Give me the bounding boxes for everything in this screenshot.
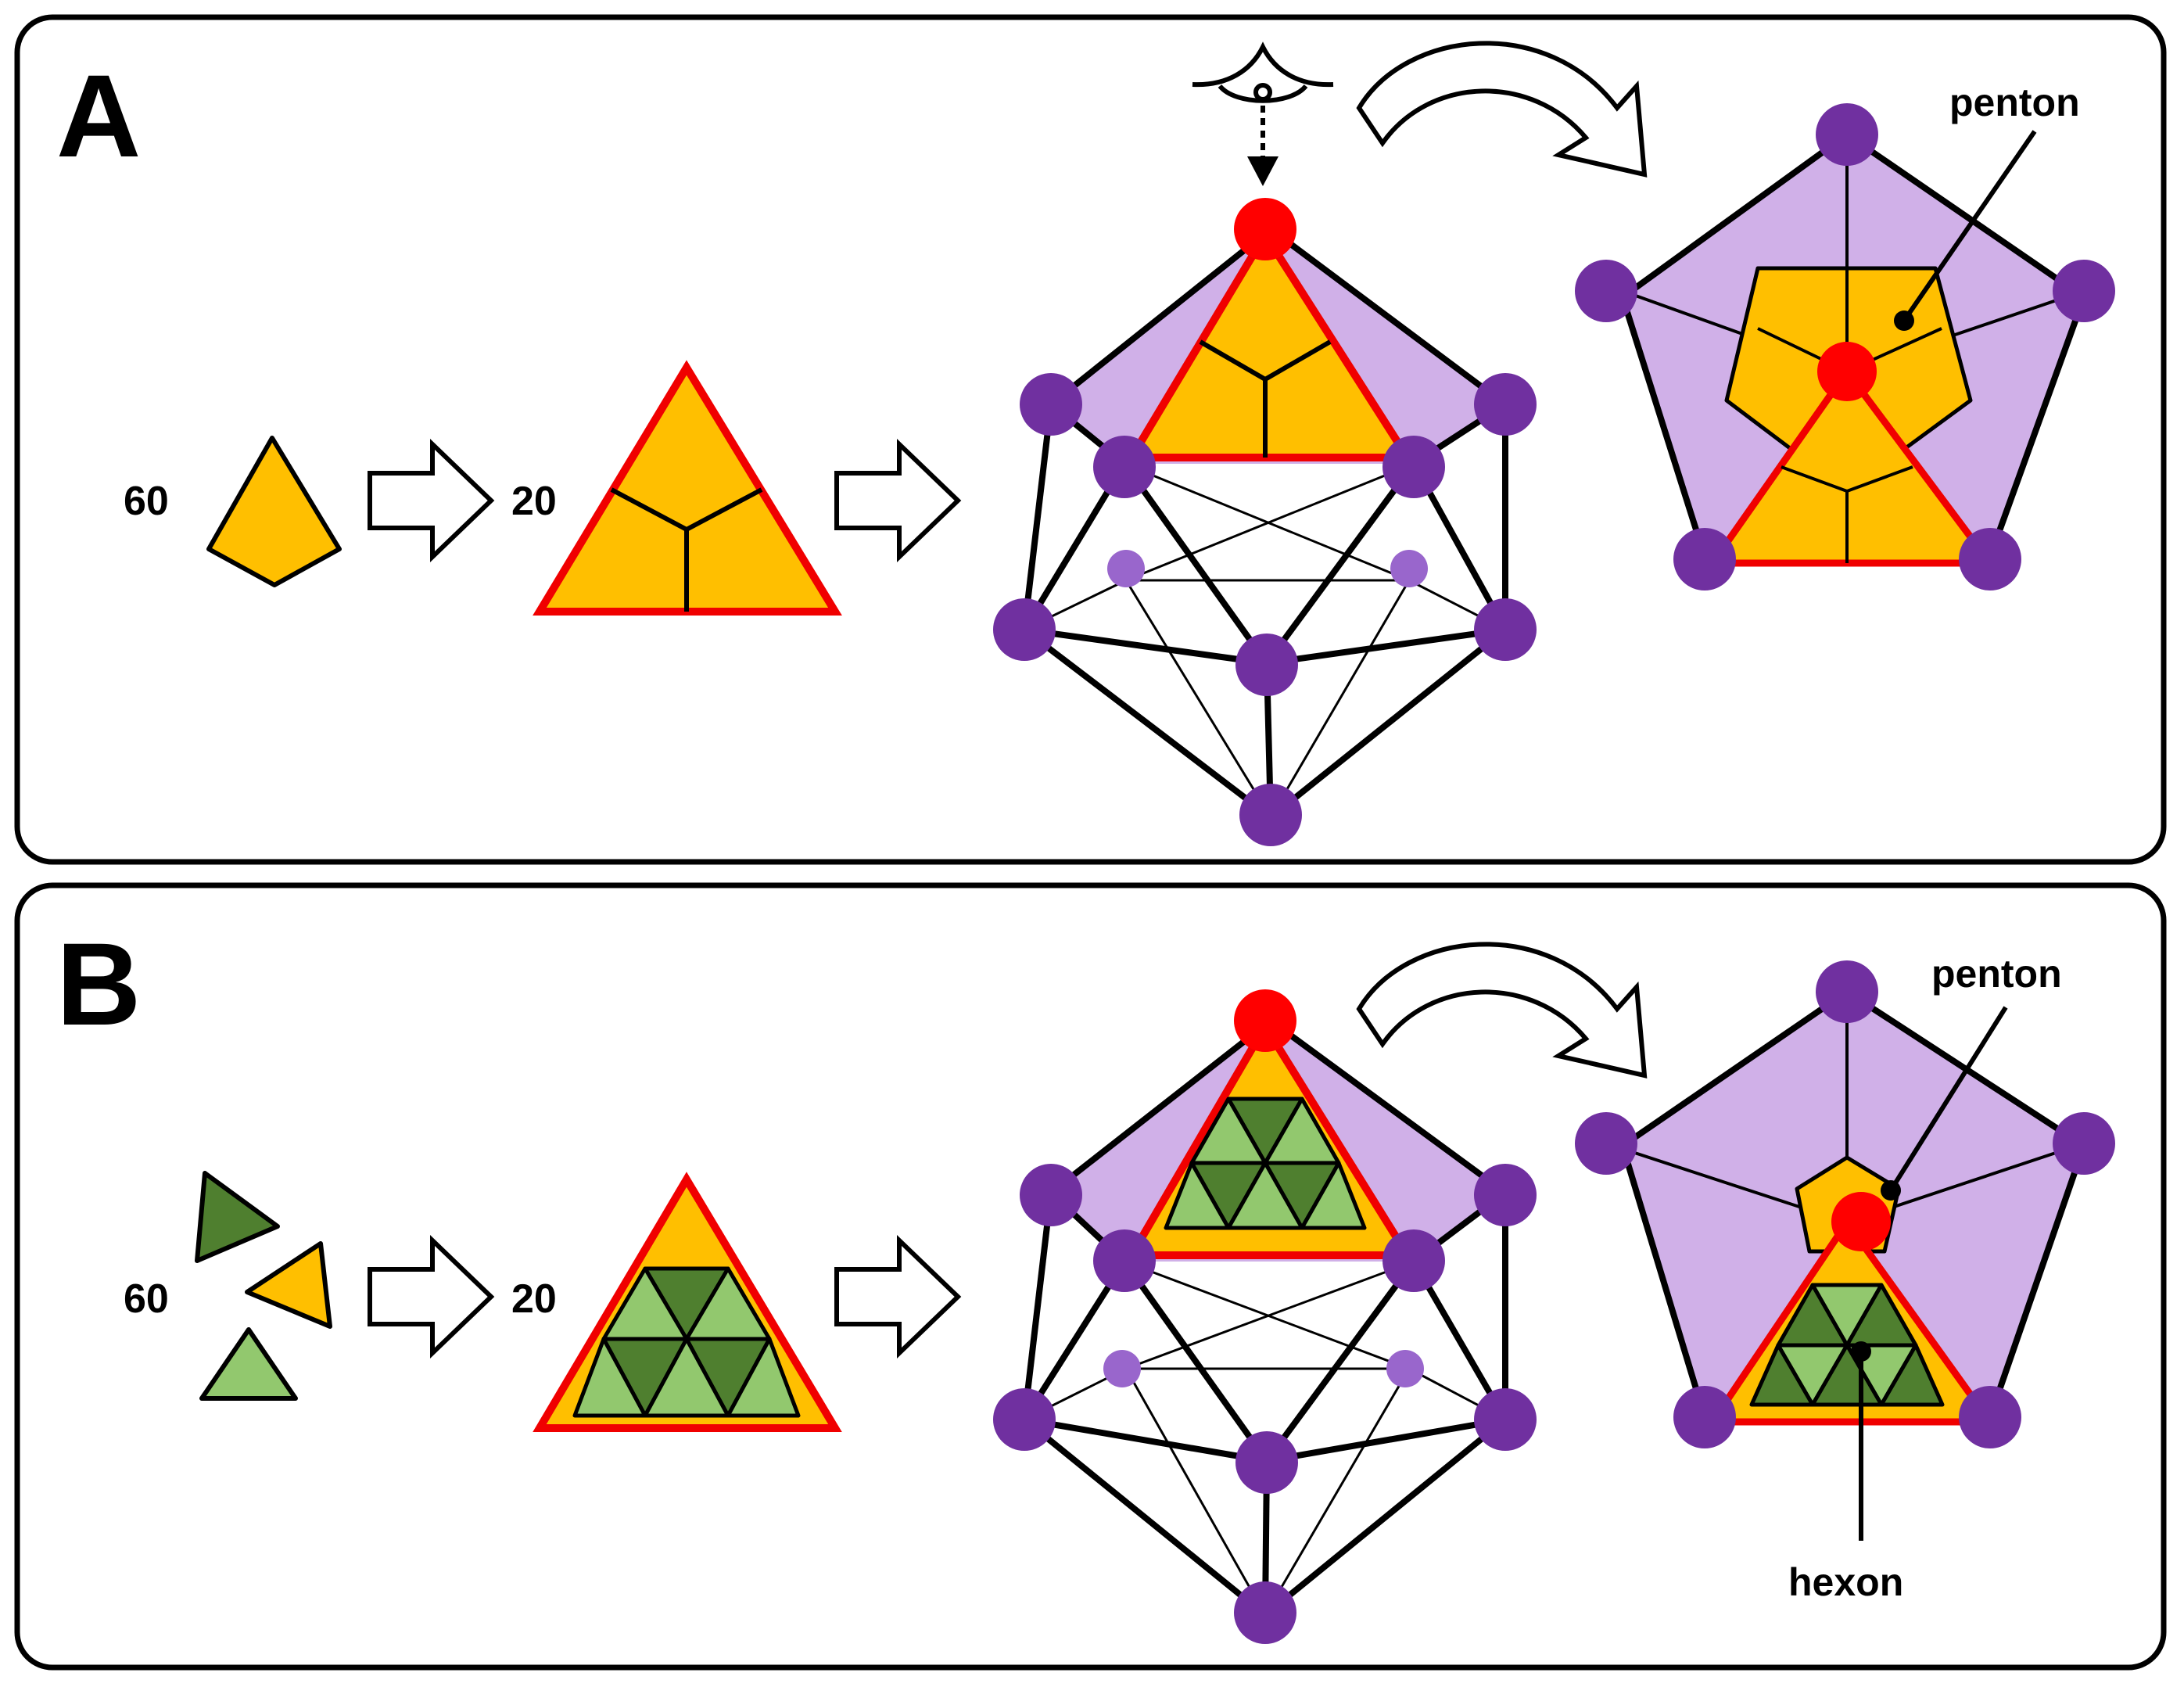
penton-label: penton <box>1949 81 2080 124</box>
icosahedron-a <box>993 198 1537 846</box>
vertex <box>1959 1386 2021 1448</box>
vertex <box>1234 1581 1296 1644</box>
kite-subunit <box>206 436 342 587</box>
vertex <box>2053 1112 2115 1175</box>
top-vertex <box>1831 1192 1891 1251</box>
vertex <box>1474 1388 1537 1451</box>
vertex <box>1474 598 1537 661</box>
orange-subunit <box>245 1241 332 1329</box>
vertex <box>1673 528 1736 590</box>
penton-label: penton <box>1931 952 2062 996</box>
panel-a-count-faces: 20 <box>511 479 557 524</box>
vertex <box>1235 634 1298 696</box>
vertex <box>1235 1431 1298 1494</box>
face-triangle-b <box>533 1172 842 1432</box>
panel-a-count-subunits: 60 <box>124 479 169 524</box>
top-vertex <box>1817 342 1877 401</box>
vertex <box>993 1388 1056 1451</box>
light-green-subunit <box>199 1327 298 1401</box>
vertex <box>1959 528 2021 590</box>
panel-b-count-subunits: 60 <box>124 1276 169 1322</box>
vertex <box>1020 373 1082 436</box>
top-vertex <box>1234 989 1296 1052</box>
vertex <box>1093 436 1156 498</box>
hexon-label: hexon <box>1788 1560 1903 1604</box>
vertex <box>1673 1386 1736 1448</box>
vertex <box>1575 1112 1637 1175</box>
icosahedron-b <box>993 989 1537 1644</box>
back-vertex <box>1103 1350 1141 1387</box>
top-vertex <box>1234 198 1296 260</box>
face-triangle-a <box>533 360 842 616</box>
panel-b-frame <box>14 882 2167 1671</box>
eye-icon <box>1192 41 1334 186</box>
panel-b-count-faces: 20 <box>511 1276 557 1322</box>
panel-b: B 60 20 <box>14 882 2167 1671</box>
panel-b-letter: B <box>56 918 141 1050</box>
vertex <box>1020 1164 1082 1226</box>
panel-a: A 60 20 <box>14 14 2167 865</box>
pentagon-view-b: penton hexon <box>1575 952 2115 1604</box>
back-vertex <box>1107 550 1145 587</box>
front-face <box>1124 227 1415 461</box>
vertex <box>1816 103 1878 166</box>
back-vertex <box>1390 550 1428 587</box>
vertex <box>1093 1229 1156 1292</box>
vertex <box>2053 260 2115 322</box>
panel-a-letter: A <box>56 50 141 181</box>
vertex <box>1816 960 1878 1023</box>
vertex <box>993 598 1056 661</box>
dark-green-subunit <box>195 1171 280 1263</box>
vertex <box>1474 373 1537 436</box>
vertex <box>1575 260 1637 322</box>
back-vertex <box>1386 1350 1424 1387</box>
vertex <box>1382 1229 1445 1292</box>
vertex <box>1239 784 1302 846</box>
vertex <box>1382 436 1445 498</box>
vertex <box>1474 1164 1537 1226</box>
pentagon-view-a: penton <box>1575 81 2115 590</box>
